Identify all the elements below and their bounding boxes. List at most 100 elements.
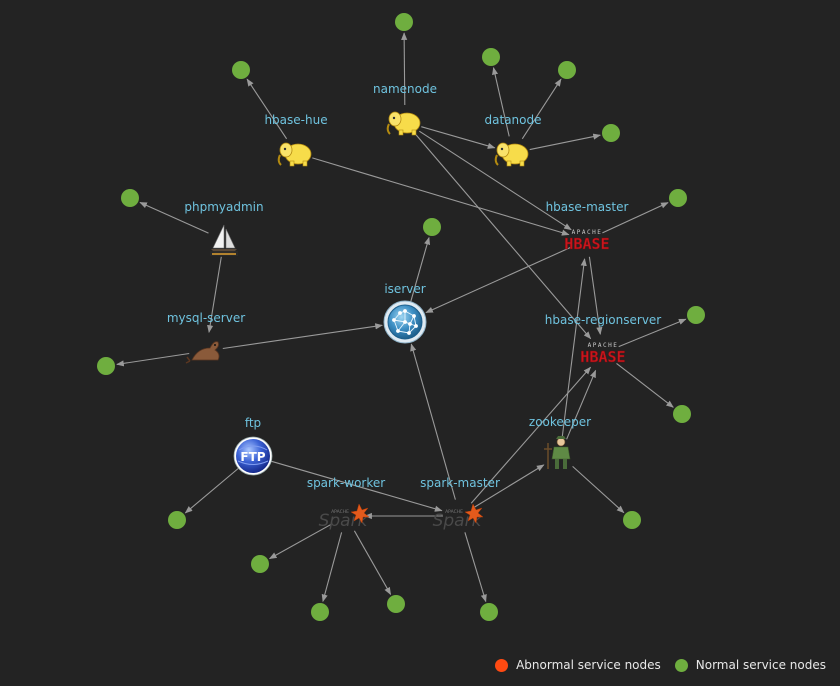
edge-phpmyadmin-to-s-phpmyadmin [139,201,209,234]
legend-label-normal: Normal service nodes [695,658,826,672]
hadoop-elephant-icon [386,111,421,136]
edge-ftp-to-s-ftp [184,466,241,514]
service-node-hbase-hue[interactable]: hbase-hue [264,113,328,167]
legend-item-abnormal[interactable]: Abnormal service nodes [495,658,661,672]
status-node-normal[interactable] [311,603,329,621]
service-node-datanode[interactable]: datanode [485,113,542,167]
edge-hbase-hue-to-hbase-master [312,157,570,236]
service-node-label: iserver [384,282,425,296]
edge-ftp-to-spark-master [269,460,443,512]
edge-spark-worker-to-s-worker-1 [268,523,332,560]
edge-spark-master-to-zookeeper [474,464,545,508]
edge-datanode-to-s-datanode-3 [529,133,601,151]
edge-spark-worker-to-s-worker-3 [353,530,392,596]
svg-text:APACHE: APACHE [588,342,619,349]
svg-text:HBASE: HBASE [564,235,609,253]
edge-datanode-to-s-datanode-1 [492,66,510,137]
edge-namenode-to-datanode [421,126,496,149]
status-node-normal[interactable] [251,555,269,573]
svg-text:APACHE: APACHE [331,509,349,515]
edge-hbase-hue-to-s-hbase-hue [246,78,288,140]
status-node-normal[interactable] [669,189,687,207]
legend-item-normal[interactable]: Normal service nodes [674,658,826,672]
status-node-normal[interactable] [673,405,691,423]
edge-phpmyadmin-to-mysql-server [207,256,222,333]
svg-text:APACHE: APACHE [445,509,463,515]
status-node-normal[interactable] [168,511,186,529]
mysql-seal-icon [185,341,220,364]
normal-status-dot-icon [674,658,688,672]
service-node-label: hbase-hue [264,113,327,127]
svg-text:FTP: FTP [240,450,265,464]
edge-hbase-regionserver-to-s-regionserver-2 [616,362,674,408]
edge-zookeeper-to-s-zookeeper [572,465,625,514]
edge-datanode-to-s-datanode-2 [521,78,562,140]
svg-text:HBASE: HBASE [580,348,625,366]
edge-hbase-master-to-hbase-regionserver [588,256,603,335]
edge-spark-master-to-hbase-regionserver [470,366,592,504]
edge-mysql-server-to-s-mysql [116,352,190,367]
service-node-label: mysql-server [167,311,245,325]
status-node-normal[interactable] [482,48,500,66]
legend: Abnormal service nodes Normal service no… [495,658,826,672]
status-node-normal[interactable] [387,595,405,613]
status-node-normal[interactable] [623,511,641,529]
service-node-label: ftp [245,416,261,430]
edge-spark-worker-to-s-worker-2 [321,532,343,603]
service-node-label: spark-master [420,476,500,490]
status-node-normal[interactable] [97,357,115,375]
edge-iserver-to-s-iserver [410,236,431,302]
edge-zookeeper-to-hbase-master [561,258,587,439]
service-node-label: zookeeper [529,415,591,429]
edge-hbase-master-to-s-hbase-master [602,202,669,234]
status-node-normal[interactable] [423,218,441,236]
status-node-normal[interactable] [602,124,620,142]
zookeeper-keeper-icon [544,436,571,469]
edge-namenode-to-s-namenode [401,32,408,106]
service-node-label: phpmyadmin [184,200,263,214]
edge-zookeeper-to-hbase-regionserver [566,369,597,440]
service-node-zookeeper[interactable]: zookeeper [529,415,591,469]
service-node-label: hbase-master [546,200,629,214]
abnormal-status-dot-icon [495,658,509,672]
svg-text:APACHE: APACHE [572,229,603,236]
edge-hbase-master-to-iserver [425,246,572,314]
edge-spark-master-to-s-spark-master [464,532,487,603]
status-node-normal[interactable] [558,61,576,79]
status-node-normal[interactable] [480,603,498,621]
edge-namenode-to-hbase-regionserver [415,134,592,340]
legend-label-abnormal: Abnormal service nodes [516,658,661,672]
edge-namenode-to-hbase-master [419,130,572,231]
service-node-label: namenode [373,82,437,96]
edge-mysql-server-to-iserver [222,323,383,350]
edge-spark-master-to-iserver [410,343,456,500]
status-node-normal[interactable] [395,13,413,31]
edges-layer [116,32,687,603]
service-node-ftp[interactable]: FTP ftp [233,416,273,476]
service-node-label: spark-worker [307,476,385,490]
status-node-normal[interactable] [232,61,250,79]
service-node-label: hbase-regionserver [545,313,662,327]
phpmyadmin-sailboat-icon [210,224,238,256]
service-node-phpmyadmin[interactable]: phpmyadmin [184,200,264,256]
network-globe-icon [383,300,427,344]
service-node-namenode[interactable]: namenode [373,82,437,136]
service-node-iserver[interactable]: iserver [383,282,427,344]
service-node-label: datanode [485,113,542,127]
hadoop-elephant-icon [494,142,529,167]
status-node-normal[interactable] [121,189,139,207]
edge-hbase-regionserver-to-s-regionserver-1 [618,318,687,348]
ftp-globe-icon: FTP [233,436,273,476]
service-node-mysql-server[interactable]: mysql-server [167,311,245,364]
status-node-normal[interactable] [687,306,705,324]
hadoop-elephant-icon [277,142,312,167]
